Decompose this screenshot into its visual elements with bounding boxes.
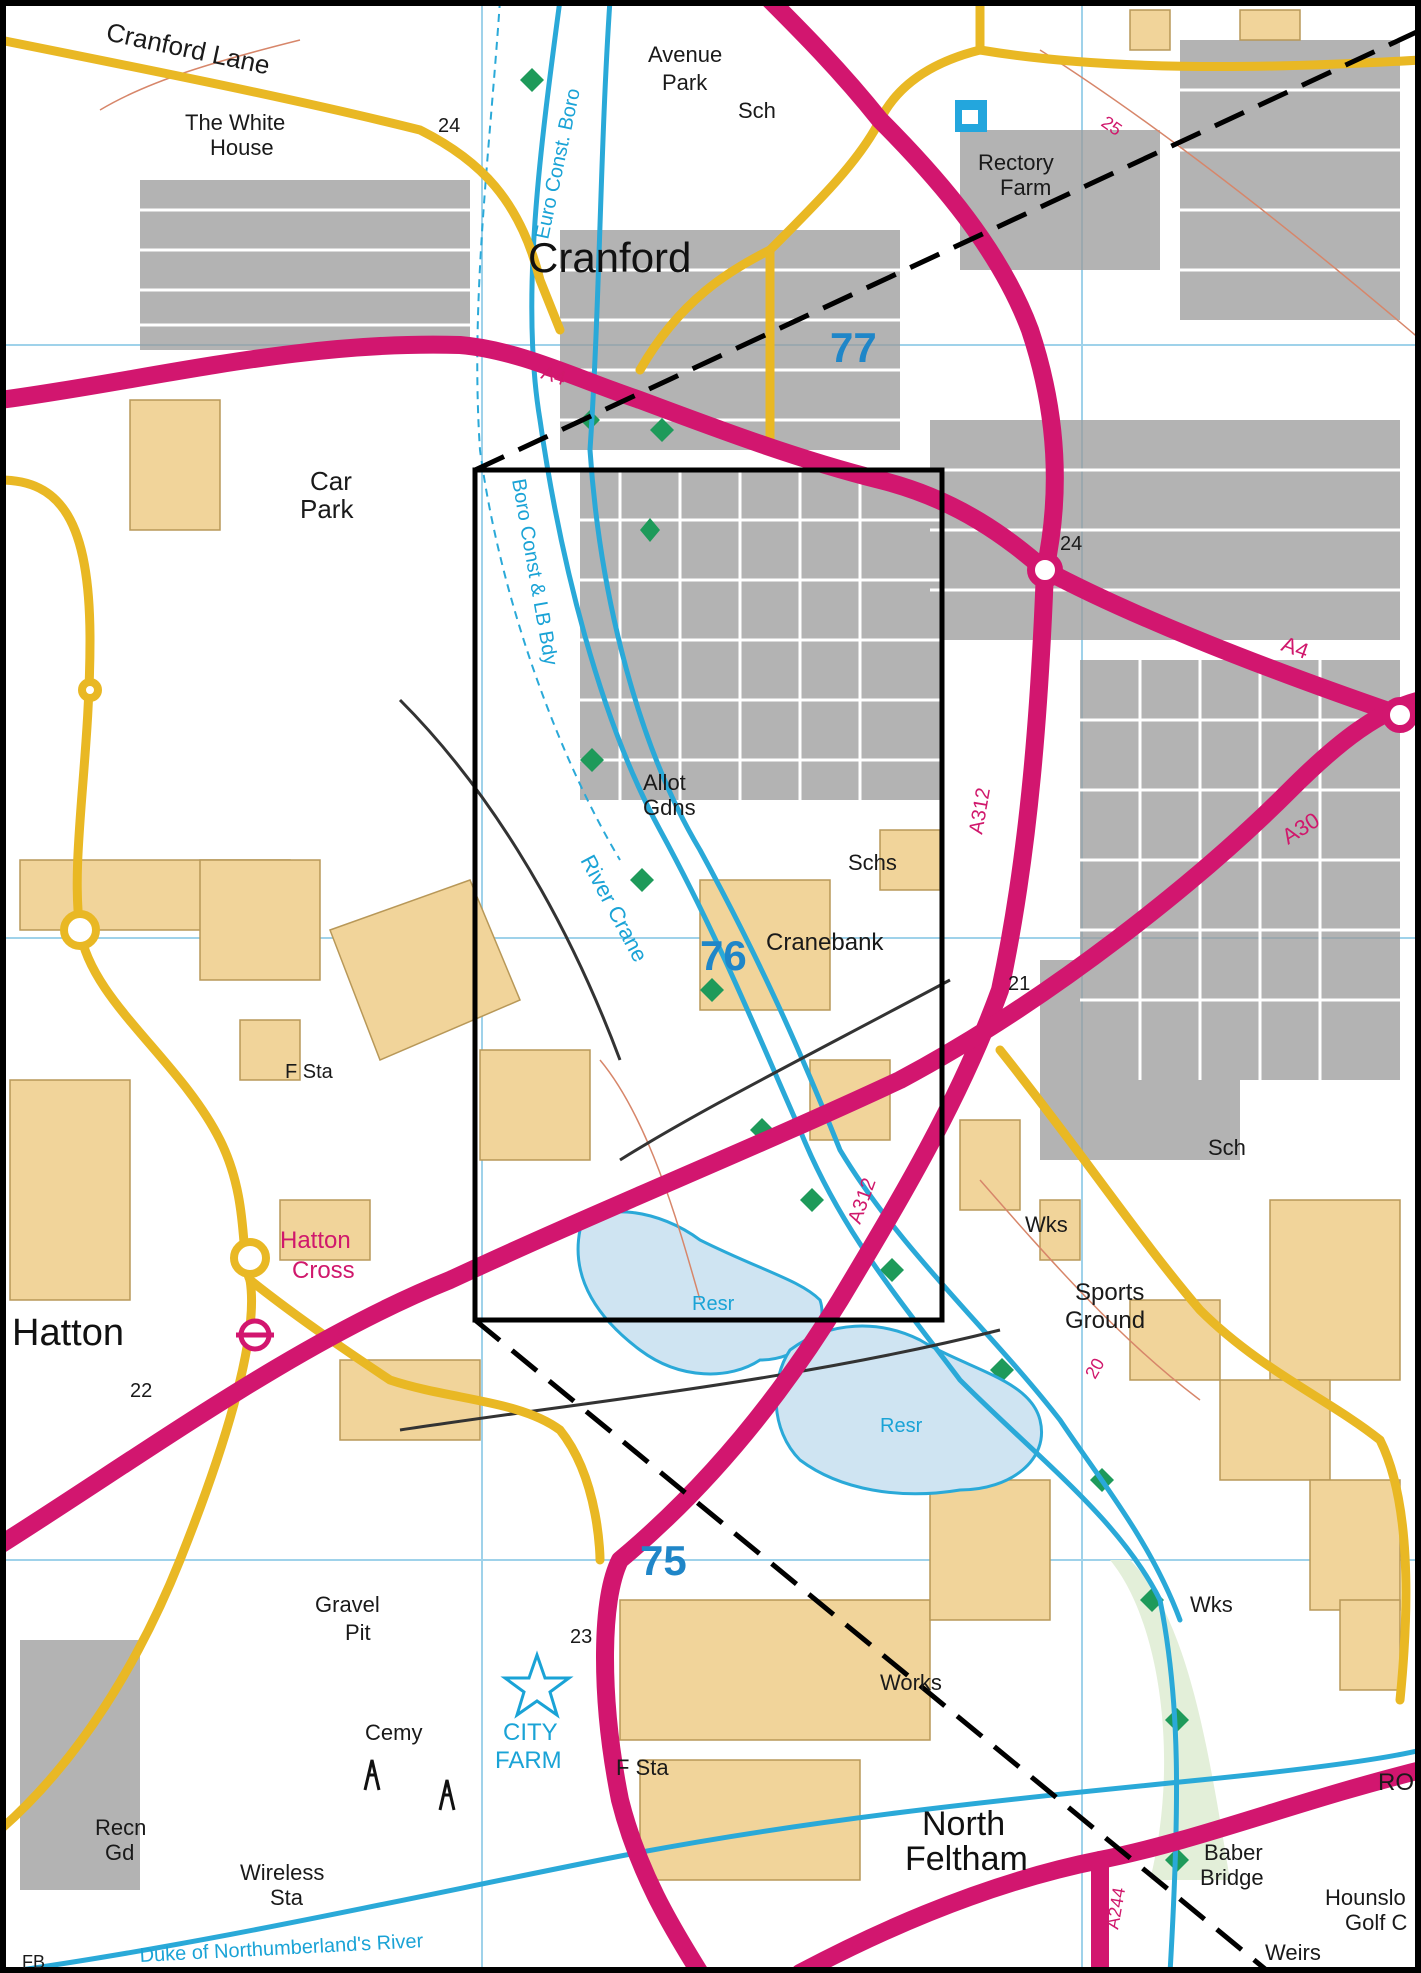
grid-77: 77: [830, 324, 877, 371]
label-gravel-pit-2: Pit: [345, 1620, 371, 1645]
label-the-white-house-1: The White: [185, 110, 285, 135]
label-schs: Schs: [848, 850, 897, 875]
label-baber-bridge-2: Bridge: [1200, 1865, 1264, 1890]
label-hounslow-golf-2: Golf C: [1345, 1910, 1407, 1935]
pylon-icons: [363, 1759, 456, 1811]
roundabout-minor: [60, 678, 270, 1278]
label-sch-top: Sch: [738, 98, 776, 123]
grid-75: 75: [640, 1537, 687, 1584]
label-wireless-sta-2: Sta: [270, 1885, 304, 1910]
label-fb: FB: [22, 1952, 45, 1972]
label-car-park-1: Car: [310, 466, 352, 496]
label-sports-ground-1: Sports: [1075, 1279, 1144, 1306]
height-22: 22: [130, 1380, 152, 1402]
label-resr-1: Resr: [692, 1293, 735, 1315]
label-cranebank: Cranebank: [766, 929, 884, 956]
tea-room-icon: [955, 100, 987, 132]
roundabouts: [1027, 552, 1418, 733]
label-f-sta-left: F Sta: [285, 1061, 334, 1083]
label-baber-bridge-1: Baber: [1204, 1840, 1263, 1865]
label-hatton-cross-1: Hatton: [280, 1227, 351, 1254]
label-hatton-cross-2: Cross: [292, 1257, 355, 1284]
boundary-lines: [476, 0, 621, 861]
commercial-buildings: [9, 9, 1401, 1881]
label-sports-ground-2: Ground: [1065, 1307, 1145, 1334]
label-works: Works: [880, 1670, 942, 1695]
grid-number-labels: 77 76 75: [640, 324, 877, 1584]
label-cemy: Cemy: [365, 1720, 422, 1745]
label-avenue-park-1: Avenue: [648, 42, 722, 67]
height-24-top: 24: [438, 115, 460, 137]
label-avenue-park-2: Park: [662, 70, 708, 95]
label-allot-gdns-1: Allot: [643, 770, 686, 795]
label-hounslow-golf-1: Hounslo: [1325, 1885, 1406, 1910]
label-north-feltham-2: Feltham: [905, 1840, 1028, 1878]
label-gravel-pit-1: Gravel: [315, 1592, 380, 1617]
inset-dashed-lines: [473, 27, 1421, 1973]
label-recn-gd-2: Gd: [105, 1840, 134, 1865]
underground-station-icon: [236, 1318, 274, 1352]
contour-lines: [99, 39, 1421, 1401]
label-rectory-farm-1: Rectory: [978, 150, 1054, 175]
label-wks-mid: Wks: [1025, 1212, 1068, 1237]
label-city-farm-1: CITY: [503, 1719, 558, 1746]
label-resr-2: Resr: [880, 1415, 923, 1437]
label-wks-right: Wks: [1190, 1592, 1233, 1617]
height-24-right: 24: [1060, 533, 1082, 555]
label-hatton: Hatton: [12, 1312, 124, 1354]
label-cranford: Cranford: [528, 234, 691, 281]
grid-76: 76: [700, 932, 747, 979]
label-north-feltham-1: North: [922, 1805, 1005, 1843]
inset-frame: [472, 467, 945, 1323]
label-car-park-2: Park: [300, 494, 354, 524]
label-city-farm-2: FARM: [495, 1747, 562, 1774]
height-23: 23: [570, 1626, 592, 1648]
label-sch-right: Sch: [1208, 1135, 1246, 1160]
label-recn-gd-1: Recn: [95, 1815, 146, 1840]
label-rectory-farm-2: Farm: [1000, 175, 1051, 200]
height-21: 21: [1008, 973, 1030, 995]
railway: [398, 698, 1001, 1432]
label-ro: RO: [1378, 1769, 1414, 1796]
minor-roads: [0, 0, 1421, 1835]
label-f-sta-bottom: F Sta: [616, 1755, 669, 1780]
label-the-white-house-2: House: [210, 135, 274, 160]
label-allot-gdns-2: Gdns: [643, 795, 696, 820]
label-weirs: Weirs: [1265, 1940, 1321, 1965]
housing-grid-pattern: [140, 88, 1400, 1080]
woodland-symbols: [520, 68, 1189, 1872]
reservoirs: [576, 1210, 1043, 1496]
city-farm-star-icon: [500, 1650, 574, 1719]
label-wireless-sta-1: Wireless: [240, 1860, 324, 1885]
